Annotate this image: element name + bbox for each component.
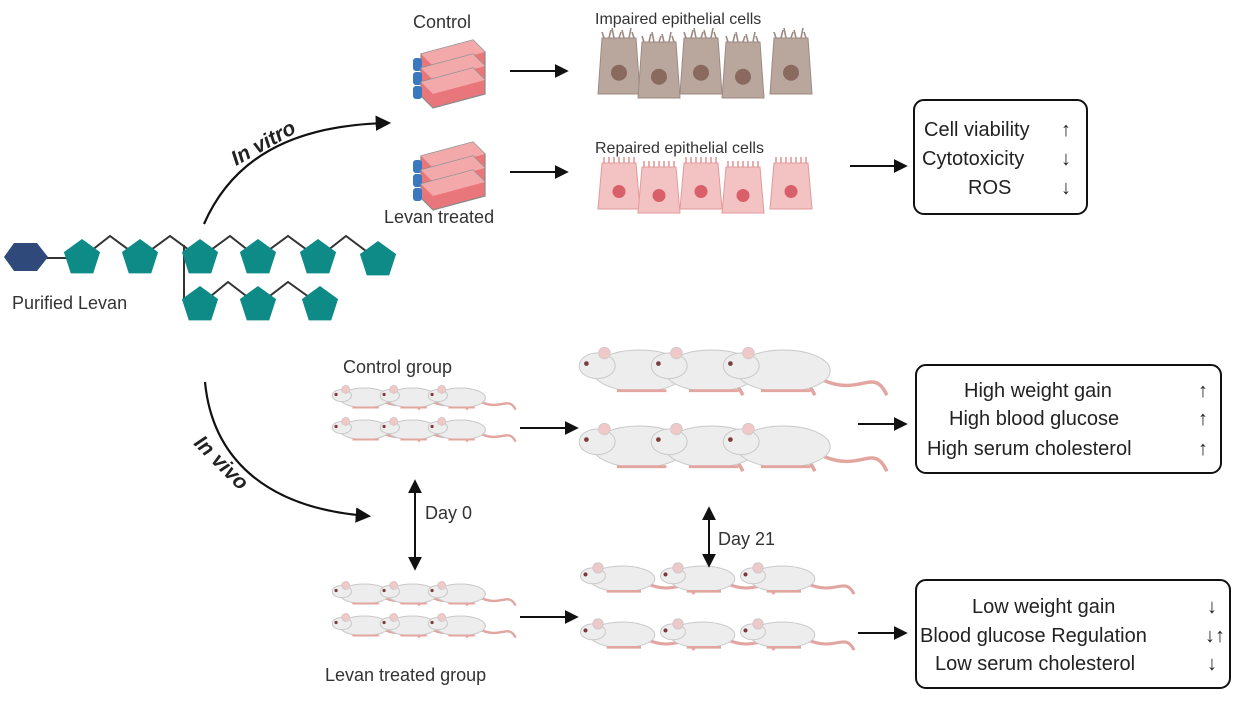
pentagon-icon [239, 239, 277, 274]
outcome-high-blood-glucose-arrow: ↑ [1198, 408, 1208, 430]
outcome-high-weight-gain: High weight gain [964, 380, 1112, 402]
nucleus-icon [735, 68, 751, 85]
levan-treated-label: Levan treated [384, 207, 494, 227]
in-vitro-branch-arrow [202, 115, 392, 225]
repaired-epithelial-cells [597, 157, 813, 214]
nucleus-icon [783, 64, 799, 81]
outcome-cell-viability: Cell viability [924, 119, 1030, 141]
pentagon-icon [181, 239, 219, 274]
control-group-rats-day21 [578, 346, 889, 472]
outcome-cell-viability-arrow: ↑ [1061, 119, 1071, 141]
flask-cap-icon [413, 86, 422, 99]
day0-label: Day 0 [425, 503, 472, 523]
control-group-rats-day0 [331, 385, 517, 443]
pentagon-icon [181, 286, 219, 321]
outcome-high-weight-gain-arrow: ↑ [1198, 380, 1208, 402]
outcome-blood-glucose-regulation: Blood glucose Regulation [920, 625, 1147, 647]
control-flask-stack [413, 39, 486, 109]
flask-cap-icon [413, 174, 422, 187]
nucleus-icon [611, 64, 627, 81]
treated-group-rats-day21 [580, 562, 856, 651]
pentagon-units [63, 239, 397, 321]
control-label: Control [413, 12, 471, 32]
in-vitro-outcome-box: Cell viability ↑ Cytotoxicity ↓ ROS ↓ [913, 99, 1088, 215]
pentagon-icon [359, 241, 397, 276]
outcome-cytotoxicity: Cytotoxicity [922, 148, 1024, 170]
nucleus-icon [612, 185, 626, 199]
outcome-low-weight-gain: Low weight gain [972, 596, 1115, 618]
outcome-ros: ROS [968, 177, 1011, 199]
pentagon-icon [121, 239, 159, 274]
nucleus-icon [693, 64, 709, 81]
impaired-epithelial-cells [597, 27, 813, 99]
control-group-label: Control group [343, 357, 452, 377]
outcome-ros-arrow: ↓ [1061, 177, 1071, 199]
treated-group-label: Levan treated group [325, 665, 486, 685]
nucleus-icon [736, 189, 750, 203]
treated-group-rats-day0 [331, 581, 517, 639]
flask-cap-icon [413, 188, 422, 201]
molecule-label: Purified Levan [12, 293, 127, 313]
in-vitro-label: In vitro [227, 116, 300, 170]
outcome-high-blood-glucose: High blood glucose [949, 408, 1119, 430]
day21-label: Day 21 [718, 529, 775, 549]
treated-flask-stack [413, 141, 486, 211]
nucleus-icon [652, 189, 666, 203]
impaired-cells-label: Impaired epithelial cells [595, 11, 761, 28]
outcome-high-serum-cholesterol: High serum cholesterol [927, 438, 1132, 460]
outcome-cytotoxicity-arrow: ↓ [1061, 148, 1071, 170]
hexagon-unit [4, 243, 48, 271]
outcome-low-serum-cholesterol: Low serum cholesterol [935, 653, 1135, 675]
nucleus-icon [651, 68, 667, 85]
in-vivo-branch-arrow [203, 381, 372, 523]
nucleus-icon [694, 185, 708, 199]
repaired-cells-label: Repaired epithelial cells [595, 140, 764, 157]
flask-cap-icon [413, 72, 422, 85]
pentagon-icon [63, 239, 101, 274]
in-vivo-label: In vivo [189, 431, 252, 494]
flask-cap-icon [413, 160, 422, 173]
outcome-blood-glucose-regulation-arrow: ↓↑ [1205, 625, 1225, 647]
treated-outcome-box: Low weight gain ↓ Blood glucose Regulati… [915, 579, 1231, 689]
flask-cap-icon [413, 58, 422, 71]
control-outcome-box: High weight gain ↑ High blood glucose ↑ … [915, 364, 1222, 474]
outcome-low-serum-cholesterol-arrow: ↓ [1207, 653, 1217, 675]
outcome-low-weight-gain-arrow: ↓ [1207, 596, 1217, 618]
nucleus-icon [784, 185, 798, 199]
levan-molecule [4, 234, 397, 321]
pentagon-icon [239, 286, 277, 321]
outcome-high-serum-cholesterol-arrow: ↑ [1198, 438, 1208, 460]
pentagon-icon [299, 239, 337, 274]
pentagon-icon [301, 286, 339, 321]
